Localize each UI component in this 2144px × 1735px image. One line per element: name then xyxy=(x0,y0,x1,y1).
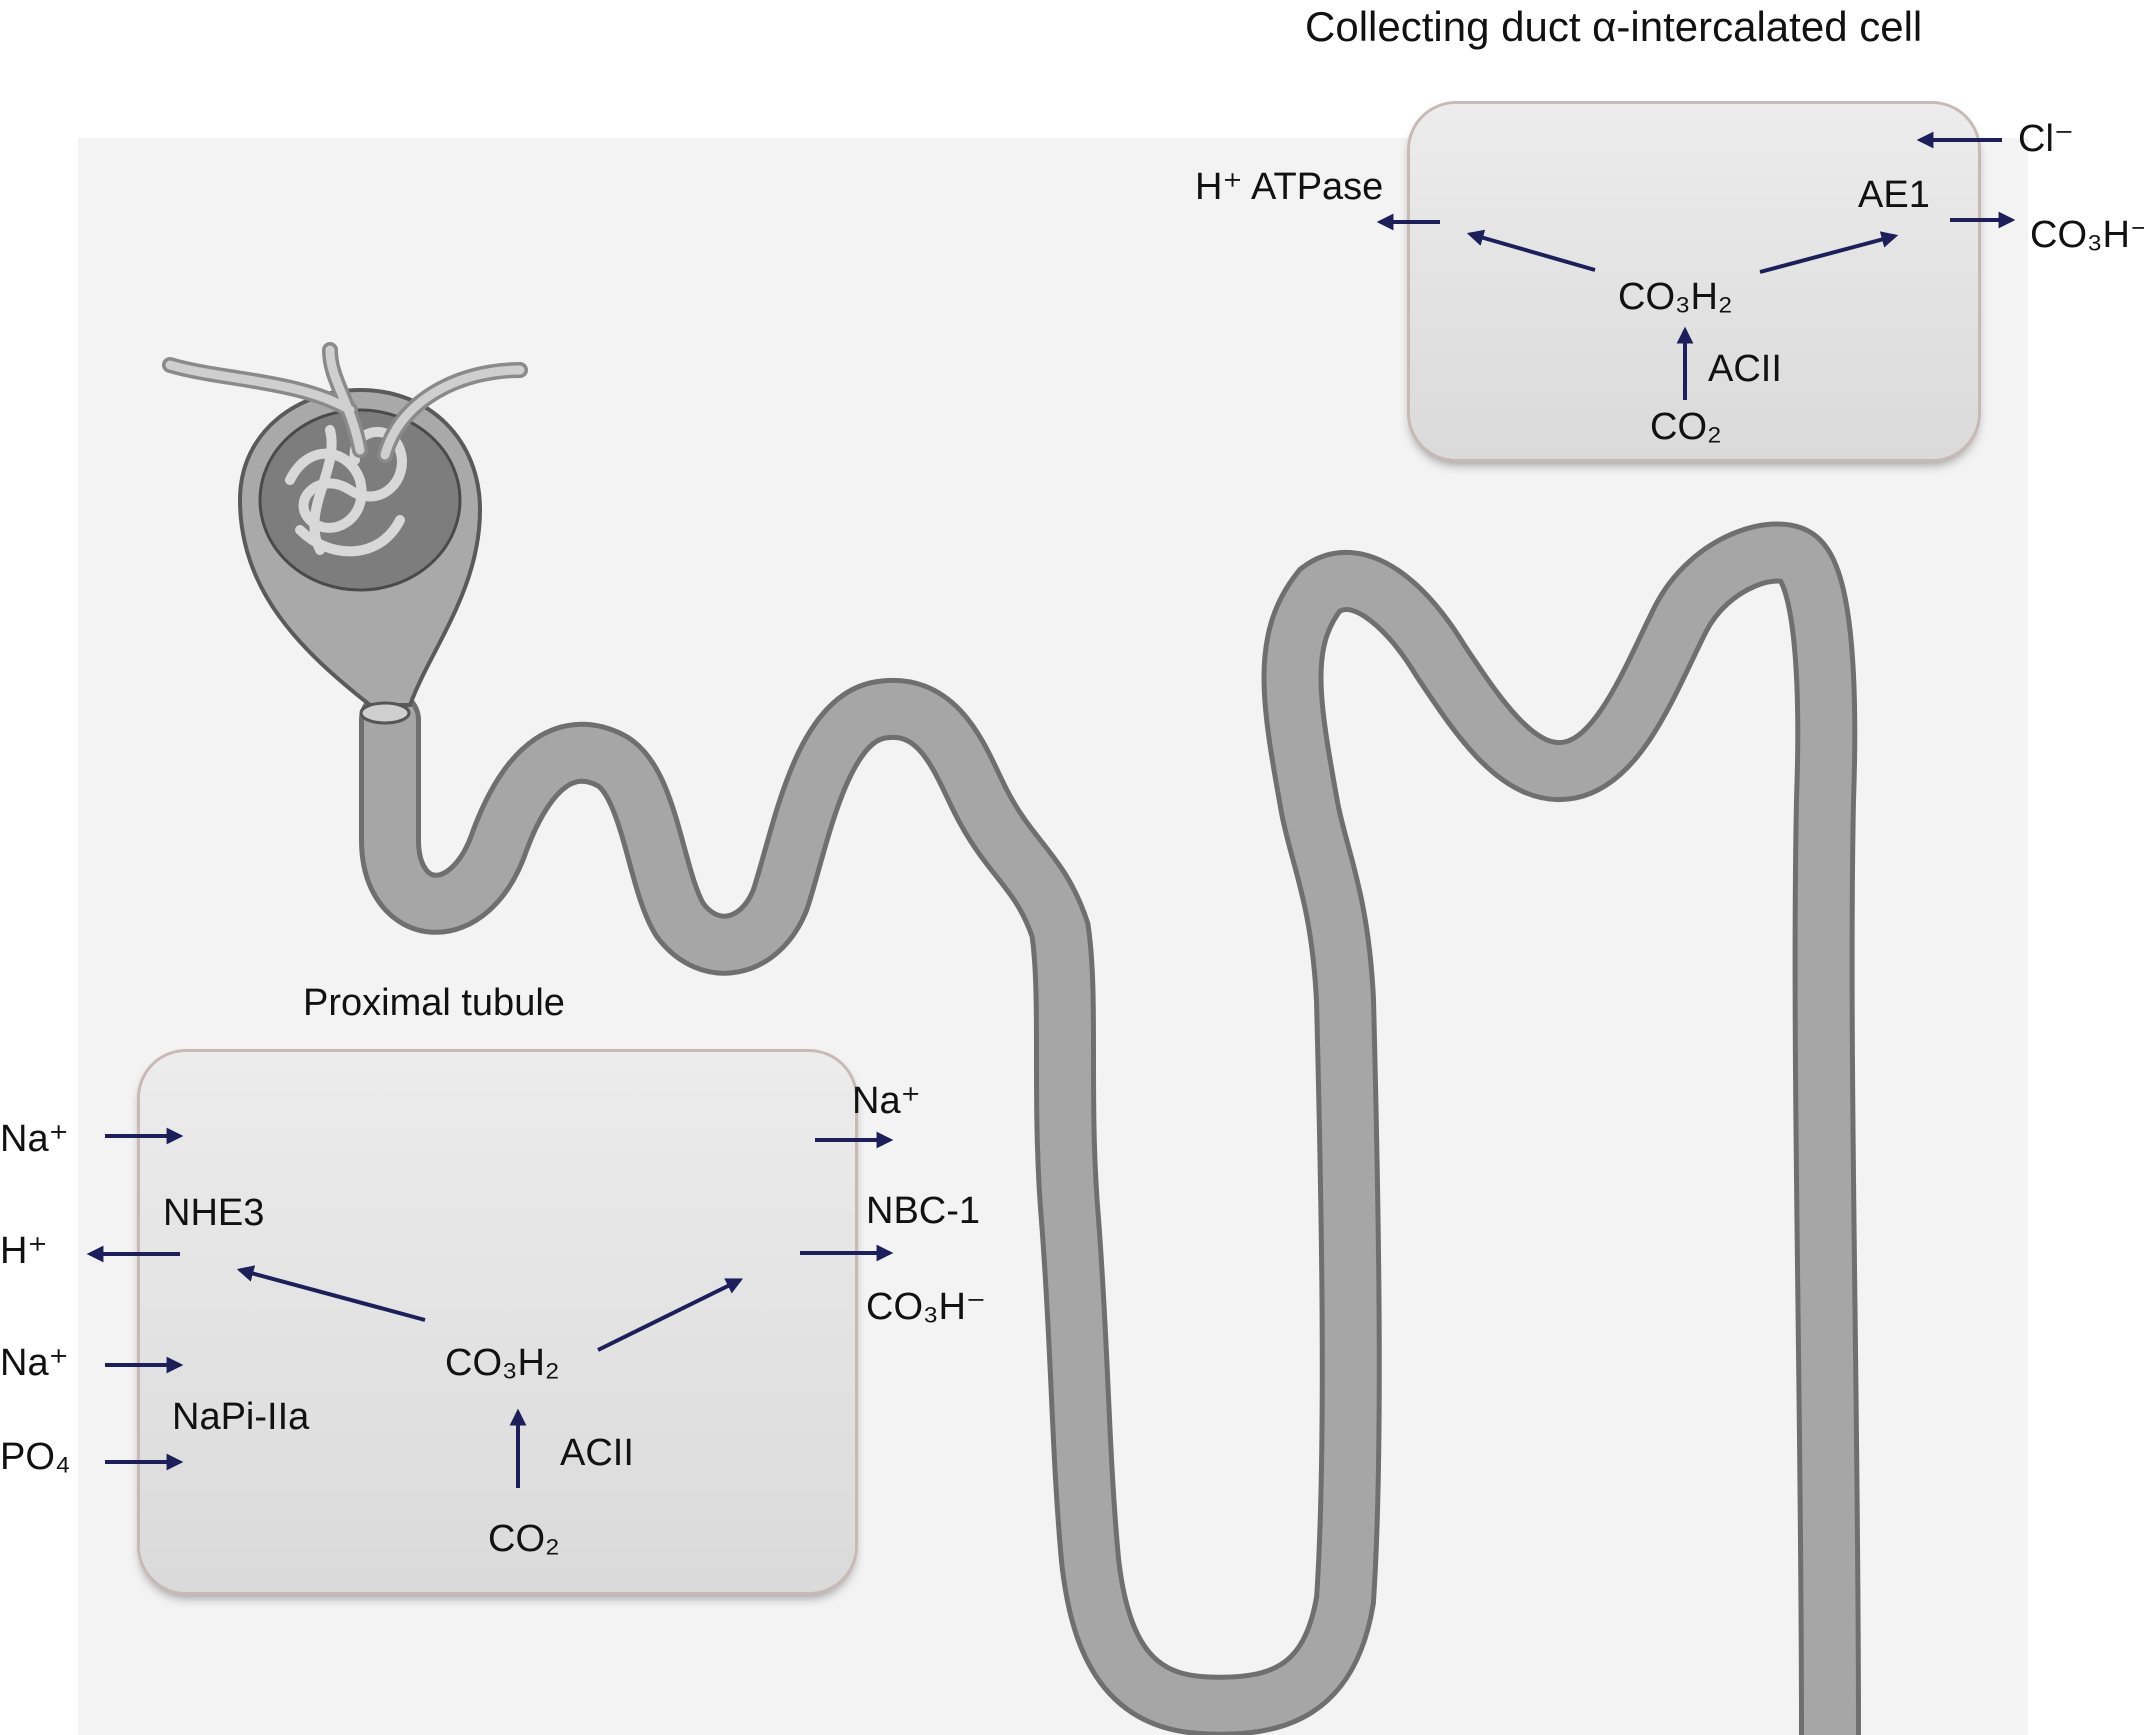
co3h2-label: CO₃H₂ xyxy=(1618,276,1733,318)
pt-co2-label: CO₂ xyxy=(488,1518,560,1560)
proximal-tubule-title: Proximal tubule xyxy=(303,982,565,1024)
co3h-out-label: CO₃H⁻ xyxy=(866,1286,986,1328)
collecting-duct-cell xyxy=(1410,104,1978,459)
proximal-tubule-cell xyxy=(140,1052,855,1592)
cl-label: Cl⁻ xyxy=(2018,118,2074,160)
h-atpase-label: H⁺ ATPase xyxy=(1195,166,1384,208)
nhe3-label: NHE3 xyxy=(163,1192,265,1234)
pt-co3h2-label: CO₃H₂ xyxy=(445,1342,560,1384)
collecting-duct-title: Collecting duct α-intercalated cell xyxy=(1305,3,1923,50)
arrow-co3h2-to-atpase xyxy=(1466,229,1596,272)
na-out-label: Na⁺ xyxy=(852,1080,921,1122)
nbc1-label: NBC-1 xyxy=(866,1190,981,1232)
na-in-1-label: Na⁺ xyxy=(0,1118,69,1160)
arrow-co3h2-to-nbc1 xyxy=(597,1278,744,1352)
pt-acii-label: ACII xyxy=(560,1432,634,1474)
na-in-2-label: Na⁺ xyxy=(0,1342,69,1384)
acii-label: ACII xyxy=(1708,348,1782,390)
po4-label: PO₄ xyxy=(0,1436,71,1478)
h-label: H⁺ xyxy=(0,1230,48,1272)
napi-label: NaPi-IIa xyxy=(172,1396,310,1438)
arrow-co3h2-to-ae1 xyxy=(1759,231,1899,274)
co3h-label: CO₃H⁻ xyxy=(2030,214,2144,256)
ae1-label: AE1 xyxy=(1858,174,1930,216)
arrow-co3h2-to-nhe3 xyxy=(236,1265,426,1322)
glomerulus xyxy=(162,342,528,725)
co2-label: CO₂ xyxy=(1650,406,1722,448)
